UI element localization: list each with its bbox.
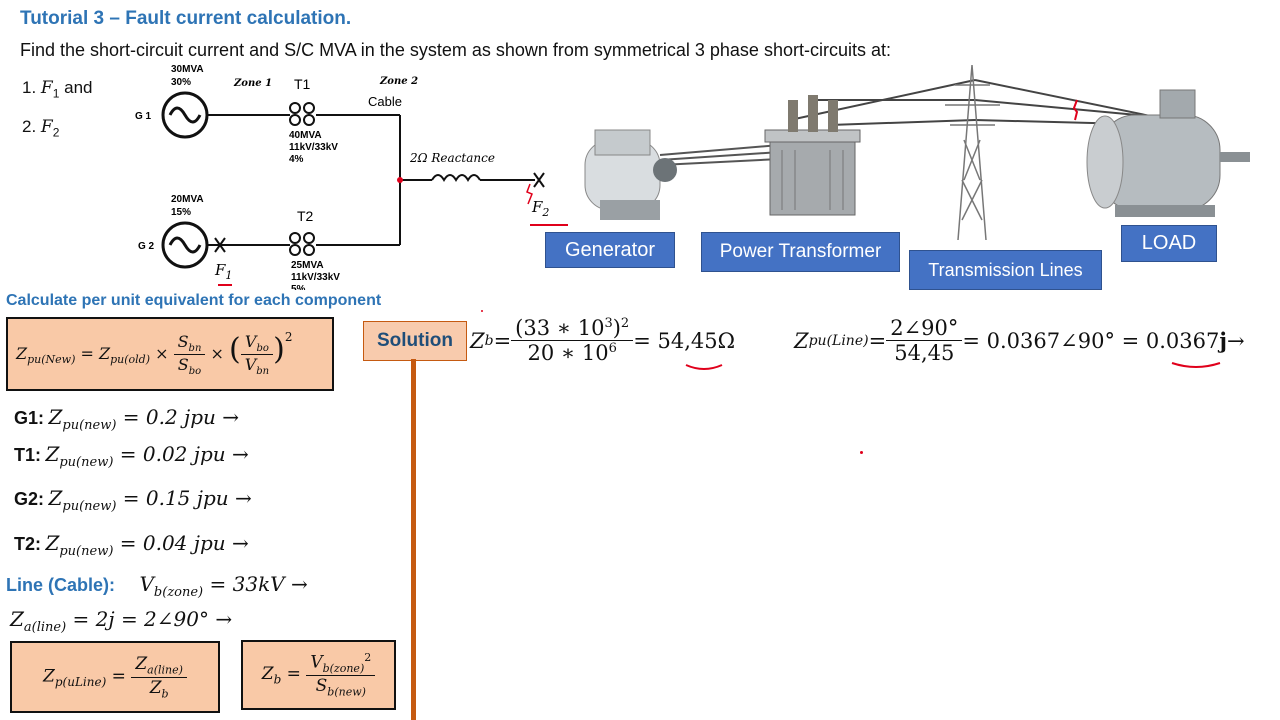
za-line-row: Za(line) = 2j = 2∠90° → xyxy=(10,607,233,635)
solution-tag: Solution xyxy=(363,321,467,361)
load-badge: LOAD xyxy=(1121,225,1217,262)
item-number: 1. xyxy=(22,78,37,97)
bus-node xyxy=(397,177,403,183)
cable-label: Cable xyxy=(368,94,402,109)
zpu-line-box: Zp(uLine) = Za(line)Zb xyxy=(10,641,220,713)
item-label: F xyxy=(40,78,53,98)
reactance-label: 2Ω Reactance xyxy=(409,151,495,165)
t2-rating: 25MVA xyxy=(291,260,324,271)
g1-label: G 1 xyxy=(135,111,152,122)
zone2-label: Zone 2 xyxy=(379,76,418,87)
f2-label: F2 xyxy=(531,198,549,219)
component-row: G2: Zpu(new) = 0.15 jpu → xyxy=(14,486,252,514)
pen-dot xyxy=(481,310,483,312)
line-cable-row: Line (Cable): Vb(zone) = 33kV → xyxy=(6,572,308,600)
circuit-diagram: 30MVA 30% G 1 Zone 1 T1 Zone 2 Cable 40M… xyxy=(135,64,568,290)
t2-pct: 5% xyxy=(291,284,306,290)
item-suffix: and xyxy=(59,78,93,97)
page-title: Tutorial 3 – Fault current calculation. xyxy=(20,8,352,29)
item-label: F xyxy=(40,117,53,137)
g2-label: G 2 xyxy=(138,241,155,252)
load-motor-illustration xyxy=(1086,89,1250,217)
zone1-label: Zone 1 xyxy=(233,78,272,89)
list-item: 2. F2 xyxy=(22,117,59,139)
line-heading: Line (Cable): xyxy=(6,575,116,595)
generator-illustration xyxy=(584,129,677,220)
t1-voltage: 11kV/33kV xyxy=(289,142,338,153)
solution-rule xyxy=(411,359,416,720)
transformer-illustration xyxy=(764,95,861,216)
g2-rating: 20MVA xyxy=(171,194,204,205)
t1-rating: 40MVA xyxy=(289,130,322,141)
item-sub: 2 xyxy=(52,125,60,140)
transformer-badge: Power Transformer xyxy=(701,232,900,272)
t1-pct: 4% xyxy=(289,154,304,165)
g2-pct: 15% xyxy=(171,207,191,218)
list-item: 1. F1 and xyxy=(22,78,93,100)
calc-heading: Calculate per unit equivalent for each c… xyxy=(6,292,382,309)
g1-rating: 30MVA xyxy=(171,64,204,75)
component-row: T1: Zpu(new) = 0.02 jpu → xyxy=(14,442,249,470)
t2-voltage: 11kV/33kV xyxy=(291,272,340,283)
item-sub: 1 xyxy=(52,86,60,101)
zb-result: = 54,45Ω xyxy=(633,328,736,353)
t2-label: T2 xyxy=(297,208,314,224)
tower-illustration xyxy=(945,64,1000,240)
component-row: T2: Zpu(new) = 0.04 jpu → xyxy=(14,531,249,559)
item-number: 2. xyxy=(22,117,37,136)
component-row: G1: Zpu(new) = 0.2 jpu → xyxy=(14,405,240,433)
pen-dot xyxy=(860,451,863,454)
underline-mark xyxy=(1171,362,1221,368)
lines-badge: Transmission Lines xyxy=(909,250,1102,290)
f1-label: F1 xyxy=(214,261,232,282)
system-illustration xyxy=(584,64,1250,240)
g1-pct: 30% xyxy=(171,77,191,88)
generator-badge: Generator xyxy=(545,232,675,268)
underline-mark xyxy=(685,364,723,370)
t1-label: T1 xyxy=(294,76,311,92)
question-text: Find the short-circuit current and S/C M… xyxy=(20,40,891,60)
